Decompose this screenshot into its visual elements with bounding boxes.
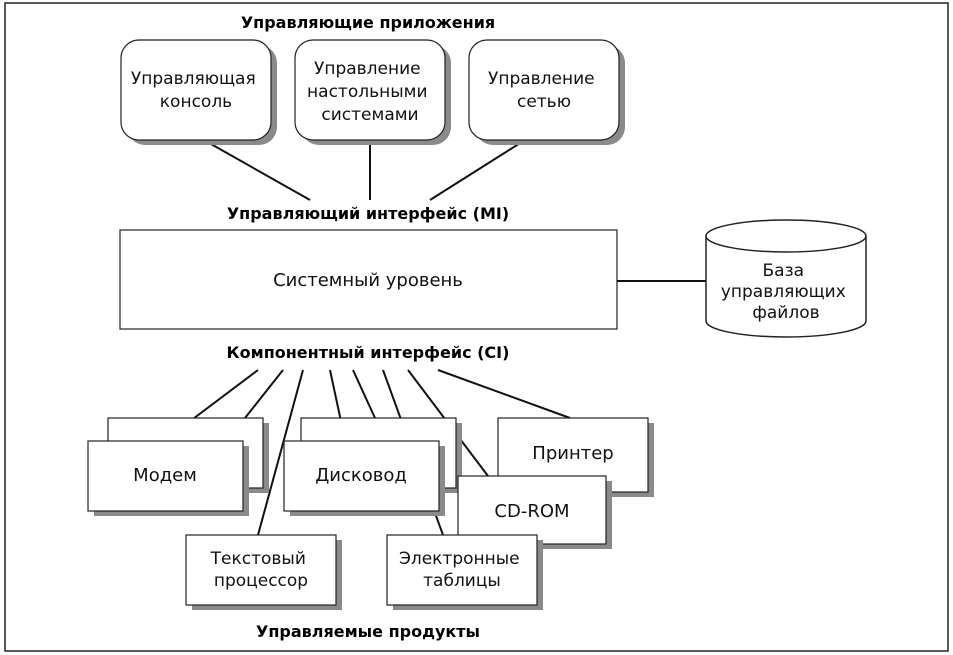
word-line-2: процессор bbox=[214, 571, 308, 591]
svg-text:База управляющих ф: База управляющих файлов bbox=[721, 261, 851, 323]
app-management-console: Управляющая консоль bbox=[120, 39, 277, 145]
app-desktop-line-2: настольными bbox=[307, 82, 427, 102]
disk-label: Дисковод bbox=[315, 465, 407, 486]
svg-text:Электронные таблицы: Электронные таблицы bbox=[399, 549, 525, 591]
product-spreadsheets: Электронные таблицы bbox=[386, 534, 543, 610]
sheets-line-2: таблицы bbox=[423, 571, 501, 591]
heading-management-applications: Управляющие приложения bbox=[241, 13, 495, 32]
database-line-1: База bbox=[763, 261, 805, 281]
heading-management-interface: Управляющий интерфейс (MI) bbox=[227, 204, 509, 223]
system-level-box: Системный уровень bbox=[119, 229, 618, 330]
printer-label: Принтер bbox=[532, 443, 613, 464]
heading-component-interface: Компонентный интерфейс (CI) bbox=[227, 343, 510, 362]
app-desktop-line-3: системами bbox=[321, 105, 418, 125]
database-line-2: управляющих bbox=[721, 282, 846, 302]
svg-text:Текстовый процессор: Текстовый процессор bbox=[210, 549, 312, 591]
app-console-line-1: Управляющая bbox=[131, 69, 256, 89]
app-desktop-line-1: Управление bbox=[314, 59, 421, 79]
mi-connectors bbox=[194, 134, 526, 201]
app-network-line-1: Управление bbox=[488, 69, 595, 89]
modem-label: Модем bbox=[133, 465, 197, 486]
svg-text:Управляющая консоль: Управляющая консоль bbox=[131, 69, 261, 112]
outer-frame bbox=[4, 2, 949, 652]
app-console-line-2: консоль bbox=[160, 92, 232, 112]
product-disk-drive: Дисковод bbox=[283, 440, 445, 516]
database-line-3: файлов bbox=[752, 303, 819, 323]
database-cylinder: База управляющих файлов bbox=[705, 219, 867, 338]
word-line-1: Текстовый bbox=[210, 549, 306, 569]
heading-managed-products: Управляемые продукты bbox=[256, 622, 480, 641]
product-cdrom: CD-ROM bbox=[457, 475, 612, 549]
app-network-management: Управление сетью bbox=[468, 39, 625, 145]
system-level-label: Системный уровень bbox=[273, 270, 463, 291]
app-network-line-2: сетью bbox=[517, 92, 571, 112]
svg-text:Управление настольными: Управление настольными системами bbox=[307, 59, 433, 125]
app-desktop-management: Управление настольными системами bbox=[294, 39, 451, 145]
product-modem: Модем bbox=[87, 440, 249, 516]
svg-text:Управление сетью: Управление сетью bbox=[488, 69, 600, 112]
product-word-processor: Текстовый процессор bbox=[185, 534, 342, 610]
cdrom-label: CD-ROM bbox=[494, 501, 569, 522]
sheets-line-1: Электронные bbox=[399, 549, 520, 569]
